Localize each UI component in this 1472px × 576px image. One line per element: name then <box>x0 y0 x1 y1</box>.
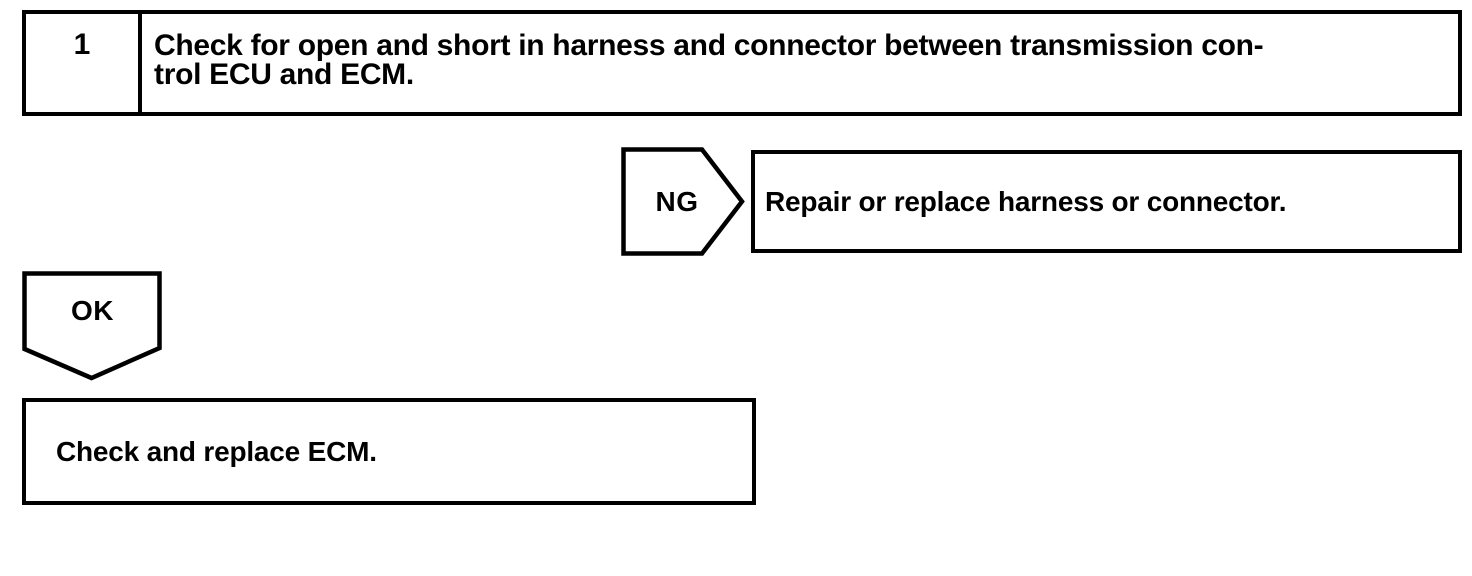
ng-connector: NG <box>621 147 746 256</box>
ok-connector: OK <box>22 271 163 381</box>
ok-action-text: Check and replace ECM. <box>56 435 377 467</box>
ok-arrow-icon <box>22 271 162 381</box>
ng-action-text: Repair or replace harness or connector. <box>765 185 1287 217</box>
step-instruction: Check for open and short in harness and … <box>142 14 1458 112</box>
ng-arrow-icon <box>621 147 745 256</box>
step-number-cell: 1 <box>26 14 142 112</box>
ng-action-box: Repair or replace harness or connector. <box>751 150 1462 253</box>
ok-label: OK <box>71 295 114 326</box>
ng-label: NG <box>655 185 699 217</box>
step-number: 1 <box>73 28 91 61</box>
ok-action-box: Check and replace ECM. <box>22 398 756 505</box>
step-box: 1 Check for open and short in harness an… <box>22 10 1462 116</box>
step-instruction-line-1: Check for open and short in harness and … <box>154 29 1264 62</box>
step-instruction-line-2: trol ECU and ECM. <box>154 58 414 91</box>
